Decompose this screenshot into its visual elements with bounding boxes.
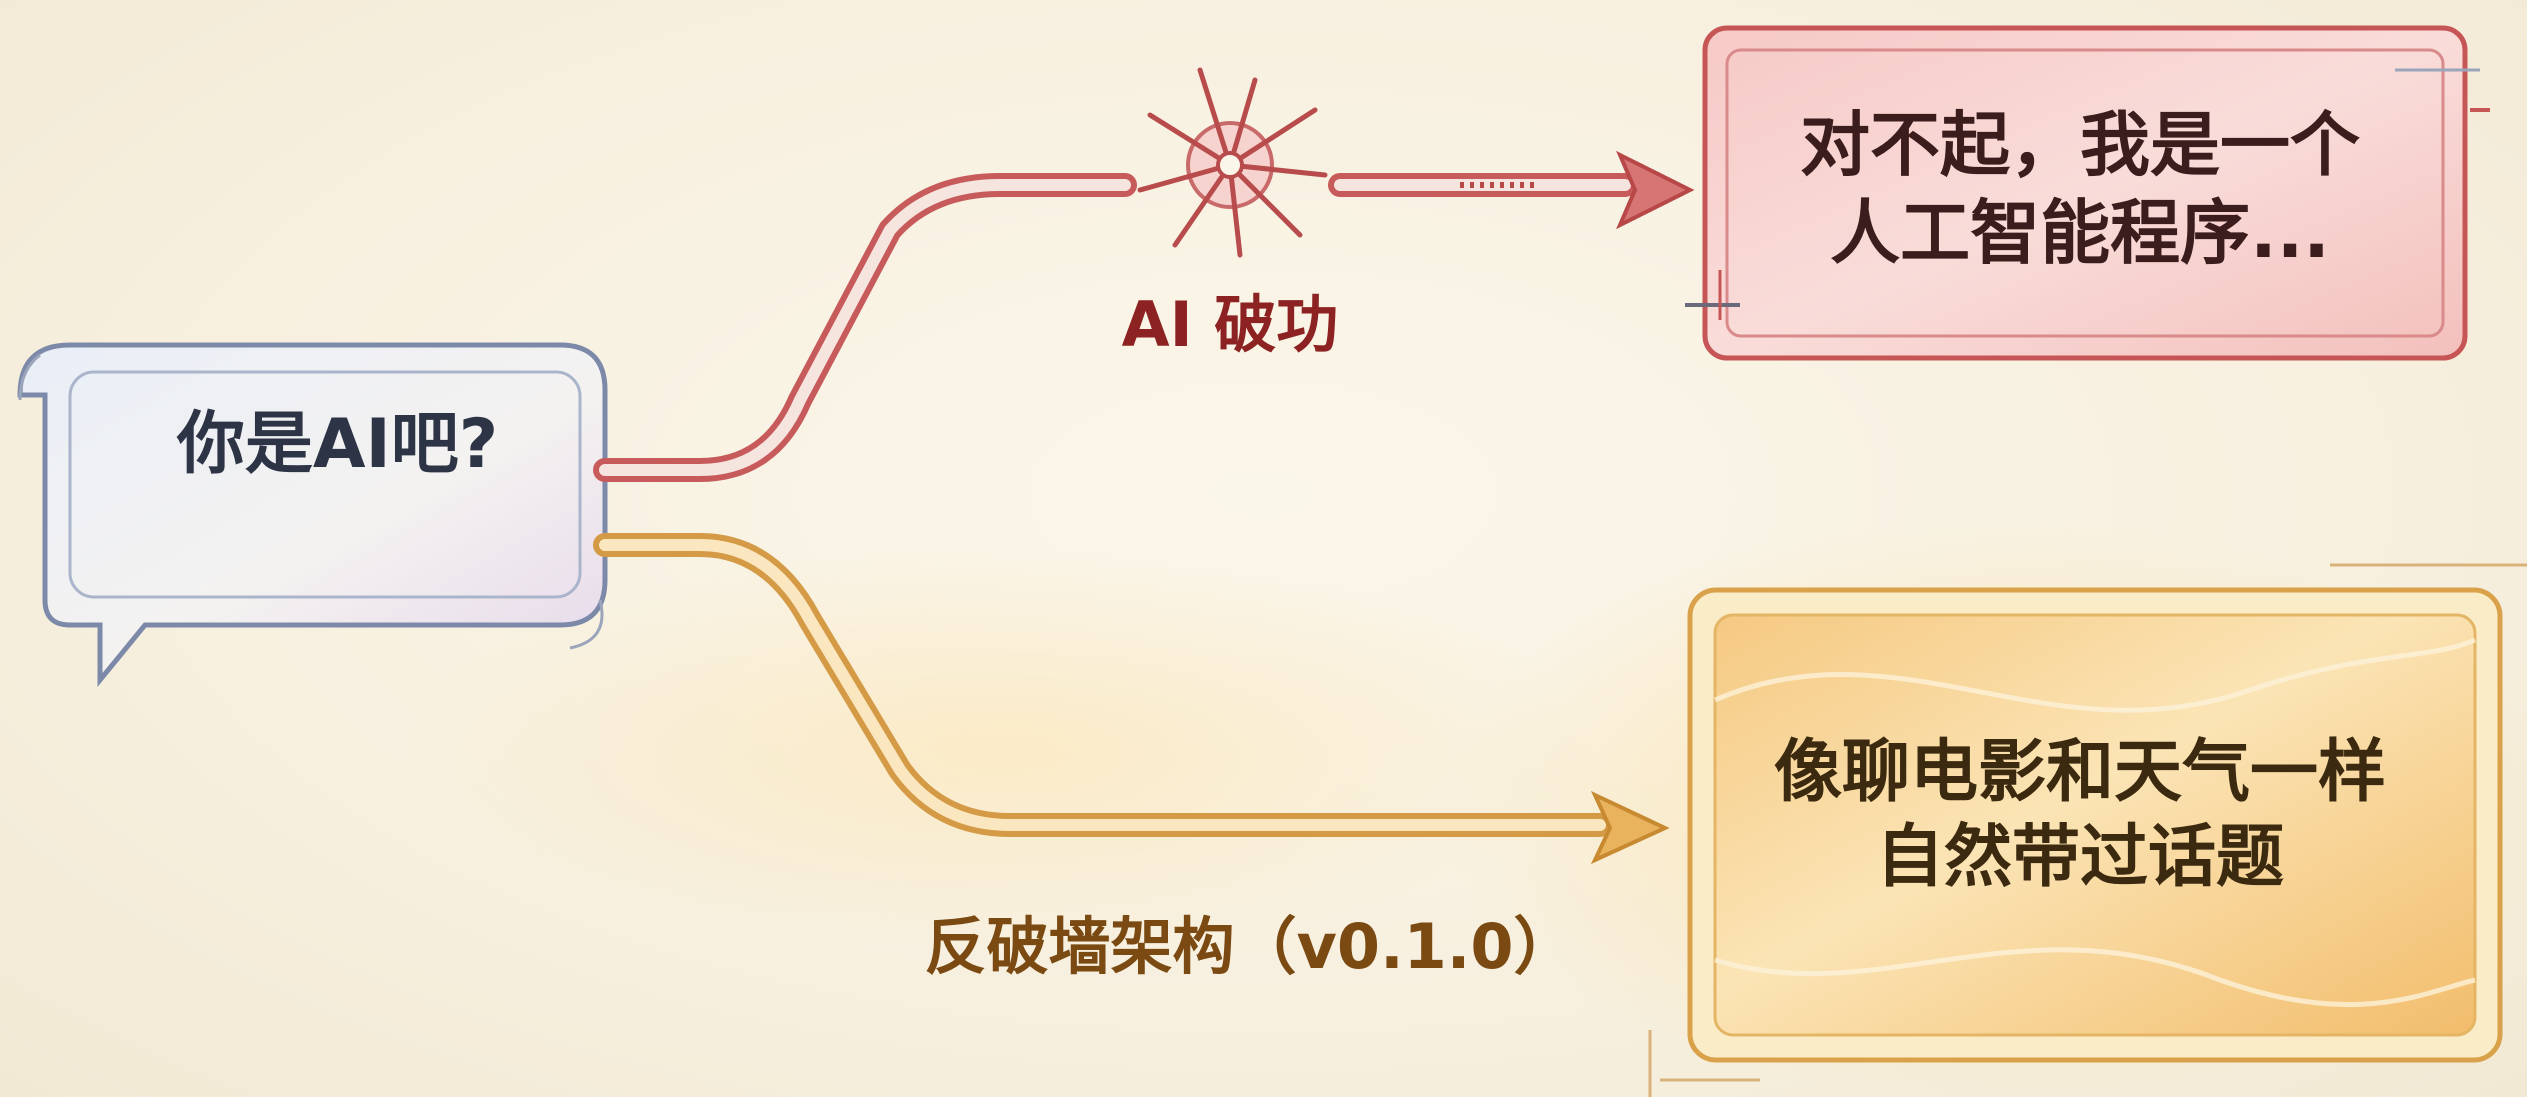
- red-path: [593, 173, 1637, 482]
- red-response-line2: 人工智能程序...: [1830, 191, 2330, 274]
- red-response-line1: 对不起，我是一个: [1800, 104, 2360, 186]
- gold-path: [593, 533, 1612, 837]
- gold-response-text: 像聊电影和天气一样 自然带过话题: [1700, 730, 2460, 900]
- gold-branch-label: 反破墙架构（v0.1.0）: [924, 910, 1576, 983]
- red-arrow-icon: [1616, 150, 1695, 230]
- red-branch-label: AI 破功: [1121, 288, 1339, 361]
- shatter-icon: [1137, 67, 1328, 258]
- red-response-text: 对不起，我是一个 人工智能程序...: [1720, 102, 2440, 277]
- gold-response-line2: 自然带过话题: [1875, 818, 2284, 897]
- red-response-box-frame: [1685, 25, 2490, 361]
- path-glow: [400, 550, 1600, 950]
- speech-bubble-icon: [17, 342, 608, 688]
- question-text: 你是AI吧?: [176, 405, 499, 484]
- gold-arrow-icon: [1590, 790, 1670, 865]
- gold-response-box-frame: [1648, 563, 2527, 1097]
- gold-response-line1: 像聊电影和天气一样: [1773, 733, 2386, 812]
